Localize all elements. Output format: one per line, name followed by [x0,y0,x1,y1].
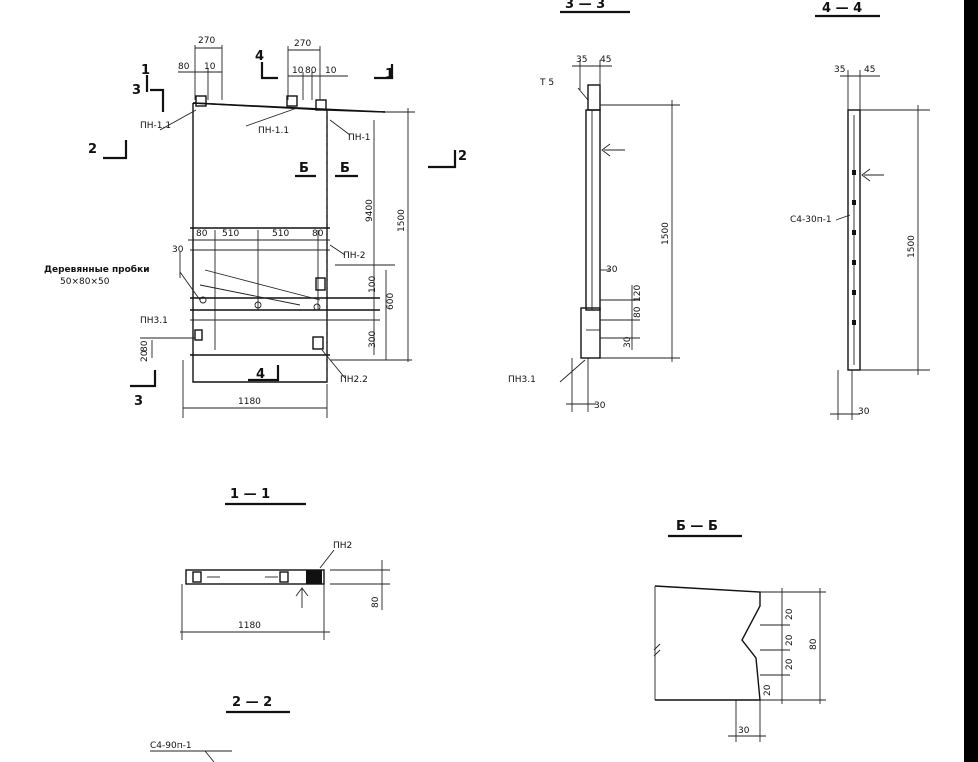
section-3-3-dim-45: 45 [600,55,611,65]
main-elevation: 270 80 10 270 10 80 10 1500 9400 80 510 … [44,36,467,418]
label-wood-size: 50×80×50 [60,277,110,287]
dim-total-height: 1500 [397,209,407,232]
cut-mark-2-right: 2 [458,149,467,164]
dim-left-20: 20 [140,350,150,362]
cut-mark-2-left: 2 [88,142,97,157]
section-3-3-title: 3 — 3 [565,0,605,12]
cut-mark-b-left: Б [299,161,309,176]
section-3-3-dim-30b: 30 [623,336,633,348]
dim-top-mid-c: 10 [325,66,337,76]
label-pn1: ПН-1 [348,133,371,143]
section-3-3-dim-80: 80 [633,306,643,318]
label-pn2: ПН-2 [343,251,366,261]
label-pn22: ПН2.2 [340,375,368,385]
section-3-3-dim-height: 1500 [661,222,671,245]
dim-row-d: 80 [312,229,324,239]
cut-mark-3-top: 3 [132,83,141,98]
dim-left-80: 80 [140,340,150,352]
section-4-4-dim-35: 35 [834,65,845,75]
dim-top-left-a: 80 [178,62,190,72]
section-3-3-dim-35: 35 [576,55,587,65]
label-pn31: ПН3.1 [140,316,168,326]
section-4-4-dim-45: 45 [864,65,875,75]
section-4-4-label: С4-30п-1 [790,215,832,225]
section-4-4: 4 — 4 35 45 1500 С4-30п-1 30 [790,1,930,420]
section-3-3-label-top: Т 5 [539,78,554,88]
section-1-1-dim-width: 1180 [238,621,261,631]
section-3-3-dim-120: 120 [633,285,643,302]
label-pn11-top: ПН-1.1 [140,121,171,131]
section-1-1-title: 1 — 1 [230,487,270,502]
label-pn11-mid: ПН-1.1 [258,126,289,136]
dim-row-b: 510 [222,229,239,239]
cut-mark-b-right: Б [340,161,350,176]
dim-right-300: 300 [368,331,378,348]
section-2-2-title: 2 — 2 [232,695,272,710]
dim-top-left-b: 10 [204,62,216,72]
section-3-3: 3 — 3 Т 5 ПН3.1 35 45 1500 30 120 80 30 [508,0,680,412]
section-b-b-dim-2: 20 [785,634,795,646]
dim-left-30: 30 [172,245,184,255]
cut-mark-1-top-left: 1 [141,63,150,78]
section-b-b-dim-1: 20 [785,608,795,620]
cut-mark-4-top: 4 [255,49,264,64]
section-b-b-dim-bottom: 30 [738,726,750,736]
dim-top-left: 270 [198,36,215,46]
panel-outline [192,102,328,383]
section-4-4-title: 4 — 4 [822,1,862,16]
cut-mark-4-bottom: 4 [256,367,265,382]
section-b-b-dim-3: 20 [785,658,795,670]
dim-top-mid-a: 10 [292,66,304,76]
cut-mark-3-bottom: 3 [134,394,143,409]
section-4-4-dim-height: 1500 [907,235,917,258]
section-4-4-dim-bottom: 30 [858,407,870,417]
section-1-1: 1 — 1 ПН2 1180 80 [180,487,390,640]
sheet-border [964,0,978,762]
dim-row-c: 510 [272,229,289,239]
section-b-b-dim-4: 20 [763,684,773,696]
label-wood-plugs: Деревянные пробки [44,264,150,275]
section-3-3-label-bottom: ПН3.1 [508,375,536,385]
section-b-b-dim-total: 80 [809,638,819,650]
section-1-1-label: ПН2 [333,541,352,551]
dim-row-a: 80 [196,229,208,239]
dim-top-mid: 270 [294,39,311,49]
cut-mark-1-top-right: 1 [385,67,394,82]
section-3-3-dim-30a: 30 [606,265,618,275]
section-b-b-profile [654,585,761,701]
dim-right-600: 600 [386,293,396,310]
section-b-b-title: Б — Б [676,519,718,534]
dim-9400: 9400 [365,199,375,222]
section-b-b: Б — Б 20 20 20 20 80 30 [653,519,826,742]
section-2-2: 2 — 2 С4-90п-1 [150,695,290,762]
dim-bottom-width: 1180 [238,397,261,407]
section-2-2-label: С4-90п-1 [150,741,192,751]
dim-top-mid-b: 80 [305,66,317,76]
section-3-3-dim-30c: 30 [594,401,606,411]
section-1-1-dim-height: 80 [371,596,381,608]
dim-right-100: 100 [368,276,378,293]
